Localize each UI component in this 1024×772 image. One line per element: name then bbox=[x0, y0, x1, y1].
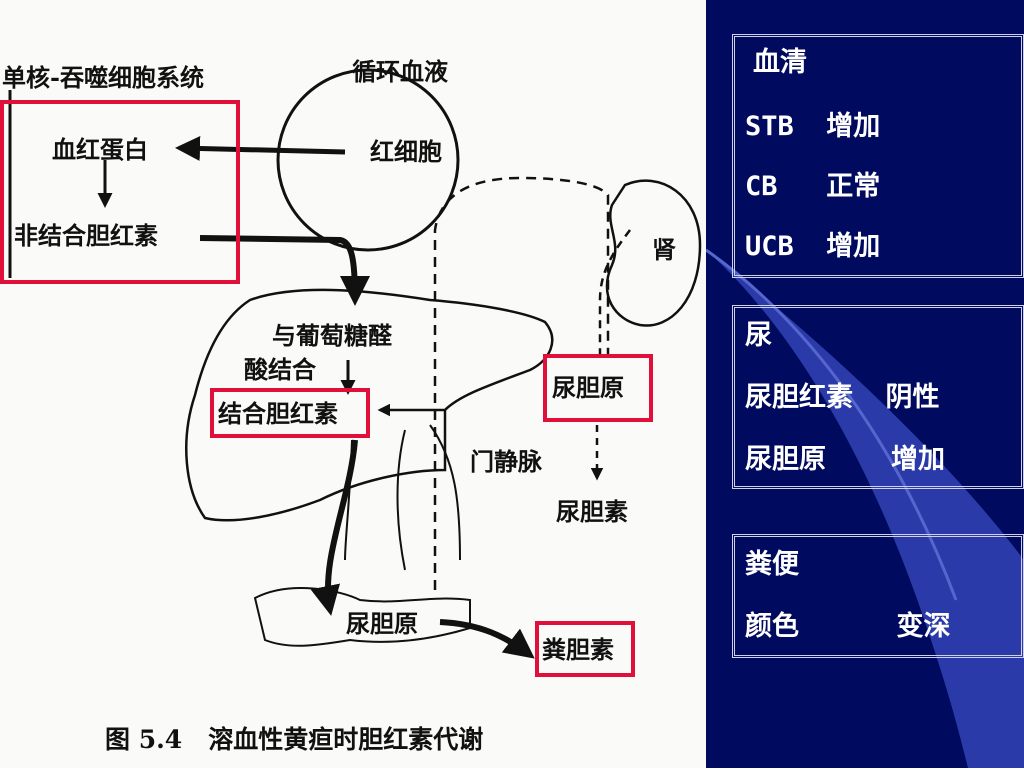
urobilinogen-gut-label: 尿胆原 bbox=[346, 609, 418, 638]
conjugated-to-gut-arrow bbox=[310, 439, 358, 616]
serum-row-ucb: UCB 增加 bbox=[745, 231, 881, 262]
urine-box: 尿 尿胆红素 阴性 尿胆原 增加 bbox=[732, 305, 1024, 489]
highlight-stercobilin-box bbox=[535, 621, 635, 677]
hemoglobin-label: 血红蛋白 bbox=[52, 135, 148, 164]
portal-vein-label: 门静脉 bbox=[470, 447, 543, 476]
bilirubin-metabolism-diagram: 单核-吞噬细胞系统 循环血液 红细胞 血红蛋白 非结合胆红素 肾 与葡萄糖醛 酸… bbox=[0, 57, 702, 754]
unconjugated-to-liver-arrow bbox=[199, 235, 370, 306]
dashed-kidney-path bbox=[598, 229, 632, 360]
rbc-label: 红细胞 bbox=[370, 137, 442, 166]
stool-title: 粪便 bbox=[745, 549, 799, 580]
system-label: 单核-吞噬细胞系统 bbox=[2, 63, 204, 92]
circulation-circle bbox=[276, 68, 460, 252]
circulation-label: 循环血液 bbox=[352, 57, 448, 86]
portal-vein-path bbox=[396, 429, 406, 571]
urobilinogen-blood-label: 尿胆原 bbox=[552, 373, 624, 402]
highlight-conjugated-box bbox=[210, 388, 370, 438]
highlight-system-box bbox=[0, 100, 240, 284]
rbc-to-hemoglobin-arrow bbox=[175, 135, 346, 161]
urine-row-urobilinogen: 尿胆原 增加 bbox=[745, 444, 946, 475]
urobilin-label: 尿胆素 bbox=[556, 497, 628, 526]
urine-title: 尿 bbox=[745, 320, 772, 351]
conjugated-label: 结合胆红素 bbox=[218, 399, 338, 428]
serum-row-cb: CB 正常 bbox=[745, 171, 881, 202]
stool-row-color: 颜色 变深 bbox=[745, 611, 951, 642]
kidney-label: 肾 bbox=[652, 235, 676, 264]
serum-row-stb: STB 增加 bbox=[745, 111, 881, 142]
serum-title: 血清 bbox=[753, 47, 807, 78]
kidney-shape bbox=[605, 179, 702, 327]
figure-caption: 图 5.4 溶血性黄疸时胆红素代谢 bbox=[105, 725, 483, 754]
urobilinogen-to-stool-arrow bbox=[439, 619, 535, 659]
urine-row-bilirubin: 尿胆红素 阴性 bbox=[745, 382, 940, 413]
stercobilin-label: 粪胆素 bbox=[542, 635, 614, 664]
serum-box: 血清 STB 增加 CB 正常 UCB 增加 bbox=[732, 34, 1024, 278]
glucuronide-label-2: 酸结合 bbox=[244, 355, 317, 384]
portal-vein-path-2 bbox=[429, 424, 461, 561]
liver-outline bbox=[185, 288, 554, 522]
unconjugated-label: 非结合胆红素 bbox=[14, 221, 158, 250]
findings-panel: 血清 STB 增加 CB 正常 UCB 增加 尿 尿胆红素 阴性 尿胆原 增加 … bbox=[706, 0, 1024, 768]
highlight-urobilinogen-box bbox=[543, 354, 653, 422]
stool-box: 粪便 颜色 变深 bbox=[732, 534, 1024, 658]
dashed-circulation-path bbox=[433, 176, 610, 590]
glucuronide-label-1: 与葡萄糖醛 bbox=[272, 321, 393, 350]
